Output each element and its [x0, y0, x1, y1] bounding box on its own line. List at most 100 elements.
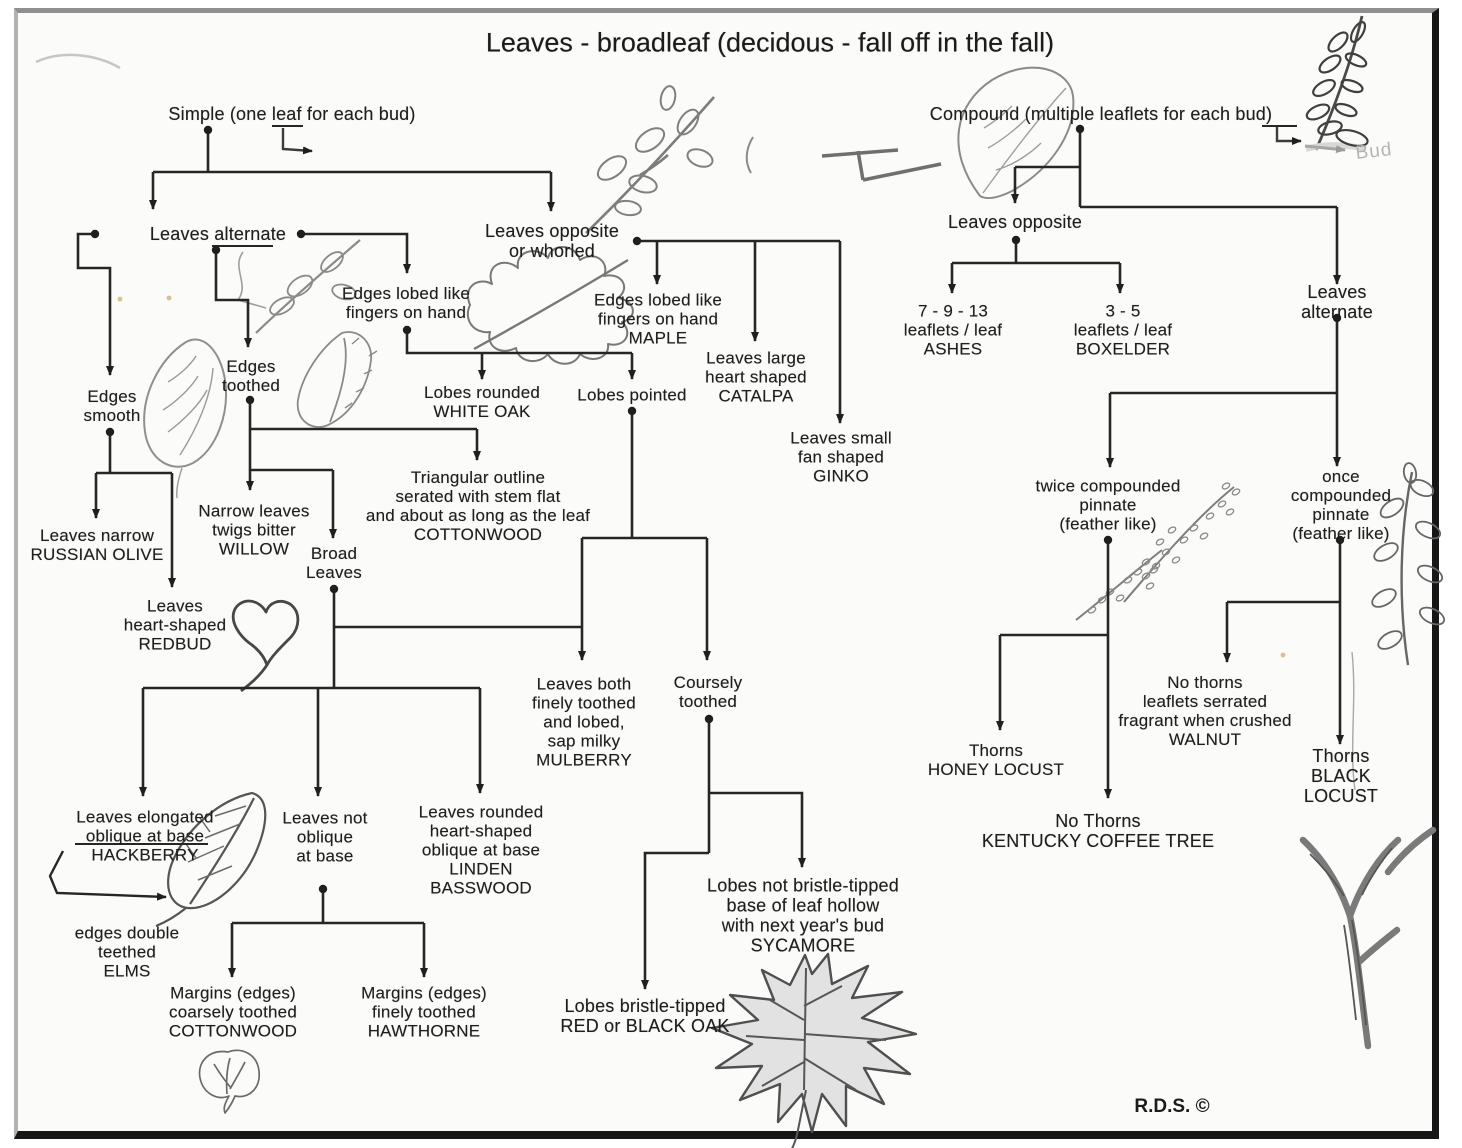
twice-pinnate-stems: [1075, 486, 1235, 621]
scan-speck: [166, 295, 172, 301]
twice-pinnate-leaflets: [1179, 536, 1189, 544]
twice-pinnate-leaflets: [1141, 558, 1151, 566]
pencil-hang-line: [1351, 651, 1356, 791]
node-compound: Compound (multiple leaflets for each bud…: [929, 103, 1273, 124]
junction-dot: [1075, 124, 1085, 134]
petiole-mark: [821, 148, 942, 182]
node-hawthorne: Margins (edges) finely toothed HAWTHORNE: [361, 983, 487, 1041]
compound-twig-leaflets: [1344, 52, 1368, 68]
node-red-black-oak: Lobes bristle-tipped RED or BLACK OAK: [560, 995, 730, 1036]
once-pinnate-leaflets: [1377, 630, 1403, 650]
cottonwood-leaf-sketch: [198, 1049, 260, 1114]
red-oak-leaf-veins: [745, 967, 887, 1148]
junction-dot: [1335, 535, 1345, 545]
node-cottonwood-margins: Margins (edges) coarsely toothed COTTONW…: [168, 983, 298, 1041]
twice-pinnate-leaflets: [1171, 556, 1181, 564]
junction-dot: [90, 229, 100, 239]
node-ginko: Leaves small fan shaped GINKO: [790, 428, 892, 486]
junction-dot: [632, 236, 642, 246]
alternate-twig-leaves: [286, 274, 314, 298]
junction-dot: [704, 714, 714, 724]
opposite-twig-leaves: [659, 85, 677, 111]
compound-twig-leaflets: [1340, 78, 1364, 94]
twice-pinnate-leaflets: [1097, 596, 1107, 604]
twice-pinnate-leaflets: [1155, 538, 1165, 546]
node-leaves-opposite-right: Leaves opposite: [947, 211, 1083, 232]
junction-dot: [105, 427, 115, 437]
opposite-twig-leaves: [628, 174, 658, 194]
simple-leaf-sketch: [957, 66, 1075, 200]
compound-twig-leaflets: [1327, 31, 1349, 53]
once-pinnate-leaflets: [1416, 564, 1444, 584]
smooth-leaf-veins: [162, 355, 214, 499]
connector-line: [1275, 127, 1302, 145]
alternate-twig-stem: [255, 239, 361, 334]
compound-twig-leaflets: [1312, 78, 1336, 98]
node-edges-smooth: Edges smooth: [83, 386, 141, 425]
node-cottonwood-triangular: Triangular outline serated with stem fla…: [365, 467, 591, 545]
simple-leaf-veins: [982, 87, 1067, 194]
node-willow: Narrow leaves twigs bitter WILLOW: [198, 501, 310, 559]
alternate-twig-leaves: [269, 296, 295, 316]
connector-line: [281, 128, 313, 155]
node-russian-olive: Leaves narrow RUSSIAN OLIVE: [30, 525, 164, 564]
black-locust-trunk-sketch: [1299, 826, 1437, 1050]
black-locust-shading: [1309, 847, 1393, 1026]
smooth-leaf-sketch: [143, 338, 227, 468]
twice-pinnate-leaflets: [1123, 576, 1133, 584]
compound-twig-leaflets: [1334, 102, 1358, 118]
junction-dot: [1332, 313, 1342, 323]
node-simple: Simple (one leaf for each bud): [168, 103, 416, 124]
oak-leaf-stem: [473, 258, 629, 351]
connector-line: [709, 791, 806, 868]
junction-dot: [329, 584, 339, 594]
twice-pinnate-leaflets: [1231, 488, 1241, 496]
connector-line: [48, 850, 167, 901]
opposite-twig-leaves: [676, 108, 700, 136]
node-maple: Edges lobed like fingers on hand MAPLE: [594, 290, 722, 348]
twice-pinnate-leaflets: [1161, 548, 1171, 556]
scan-speck: [117, 296, 123, 302]
twice-pinnate-leaflets: [1221, 482, 1231, 490]
connector-line: [214, 250, 252, 348]
twice-pinnate-leaflets: [1199, 532, 1209, 540]
twice-pinnate-leaflets: [1205, 512, 1215, 520]
once-pinnate-leaflets: [1379, 497, 1405, 519]
junction-dot: [318, 884, 328, 894]
connector-line: [301, 232, 411, 274]
opposite-twig-leaves: [614, 199, 642, 217]
junction-dot: [296, 229, 306, 239]
compound-twig-leaflets: [1349, 21, 1367, 43]
node-ashes: 7 - 9 - 13 leaflets / leaf ASHES: [903, 301, 1003, 359]
elm-leaf-sketch: [155, 791, 267, 928]
alternate-twig-leaves: [331, 283, 357, 301]
node-white-oak: Lobes rounded WHITE OAK: [423, 382, 541, 421]
junction-dot: [203, 125, 213, 135]
twice-pinnate-leaflets: [1087, 606, 1097, 614]
node-hackberry: Leaves elongated oblique at base HACKBER…: [76, 807, 214, 865]
compound-twig-leaflets: [1335, 128, 1369, 148]
twice-pinnate-leaflets: [1115, 594, 1125, 602]
handwritten-bud-note: Bud: [1354, 139, 1394, 164]
twice-pinnate-leaflets: [1189, 524, 1199, 532]
node-not-oblique: Leaves not oblique at base: [282, 808, 368, 866]
once-pinnate-leaflets: [1402, 462, 1418, 484]
once-pinnate-leaflets: [1373, 542, 1399, 562]
junction-dot: [627, 406, 637, 416]
node-kentucky-coffee-tree: No Thorns KENTUCKY COFFEE TREE: [981, 810, 1215, 851]
compound-twig-leaflets: [1317, 120, 1343, 136]
connector-line: [1304, 144, 1346, 154]
twice-pinnate-leaflets: [1145, 582, 1155, 590]
scanner-smudge: [35, 53, 121, 70]
connector-line: [76, 232, 114, 376]
twice-pinnate-leaflets: [1225, 508, 1235, 516]
compound-twig-leaflets: [1318, 54, 1342, 74]
node-catalpa: Leaves large heart shaped CATALPA: [705, 348, 807, 406]
twice-pinnate-leaflets: [1149, 566, 1159, 574]
opposite-twig-leaves: [686, 148, 714, 168]
twice-pinnate-leaflets: [1133, 568, 1143, 576]
node-walnut: No thorns leaflets serrated fragrant whe…: [1118, 672, 1292, 750]
toothed-leaf-sketch: [296, 331, 372, 428]
